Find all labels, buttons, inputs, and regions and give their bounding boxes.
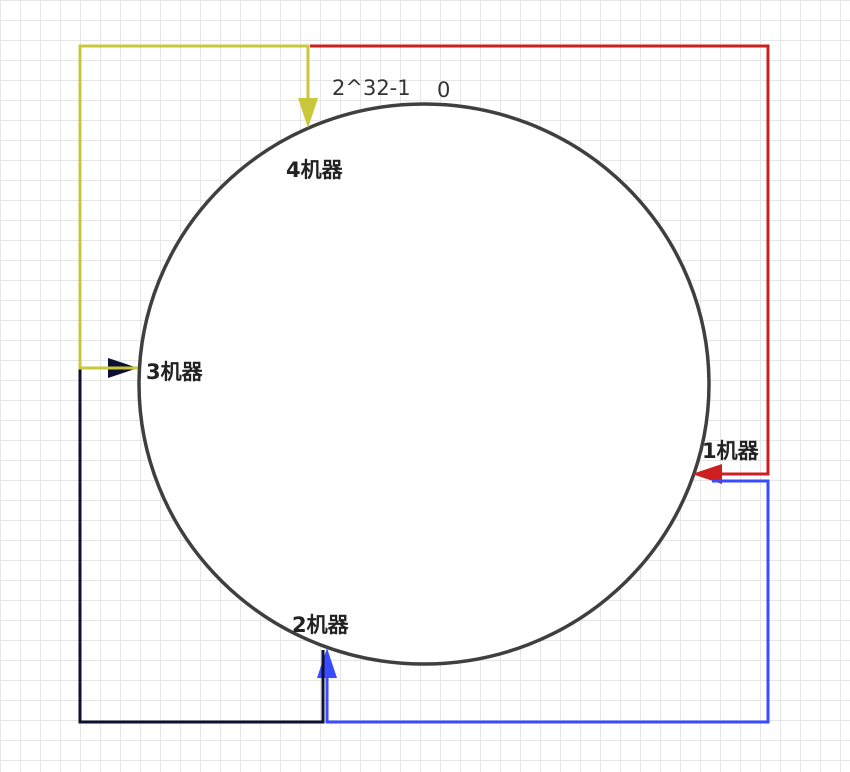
ring-max-label: 2^32-1 bbox=[332, 76, 411, 100]
red-arrowhead-icon bbox=[692, 464, 722, 484]
node-label-1: 1机器 bbox=[702, 439, 759, 463]
node-label-4: 4机器 bbox=[286, 158, 343, 182]
ring-zero-label: 0 bbox=[437, 78, 451, 102]
node-label-3: 3机器 bbox=[146, 360, 203, 384]
yellow-connector bbox=[78, 44, 310, 370]
blue-connector bbox=[325, 479, 770, 724]
hash-ring bbox=[137, 102, 711, 666]
red-connector bbox=[310, 44, 770, 476]
blue-arrowhead-icon bbox=[317, 648, 337, 678]
yellow-arrowhead-icon bbox=[298, 98, 318, 128]
node-label-2: 2机器 bbox=[292, 613, 349, 637]
